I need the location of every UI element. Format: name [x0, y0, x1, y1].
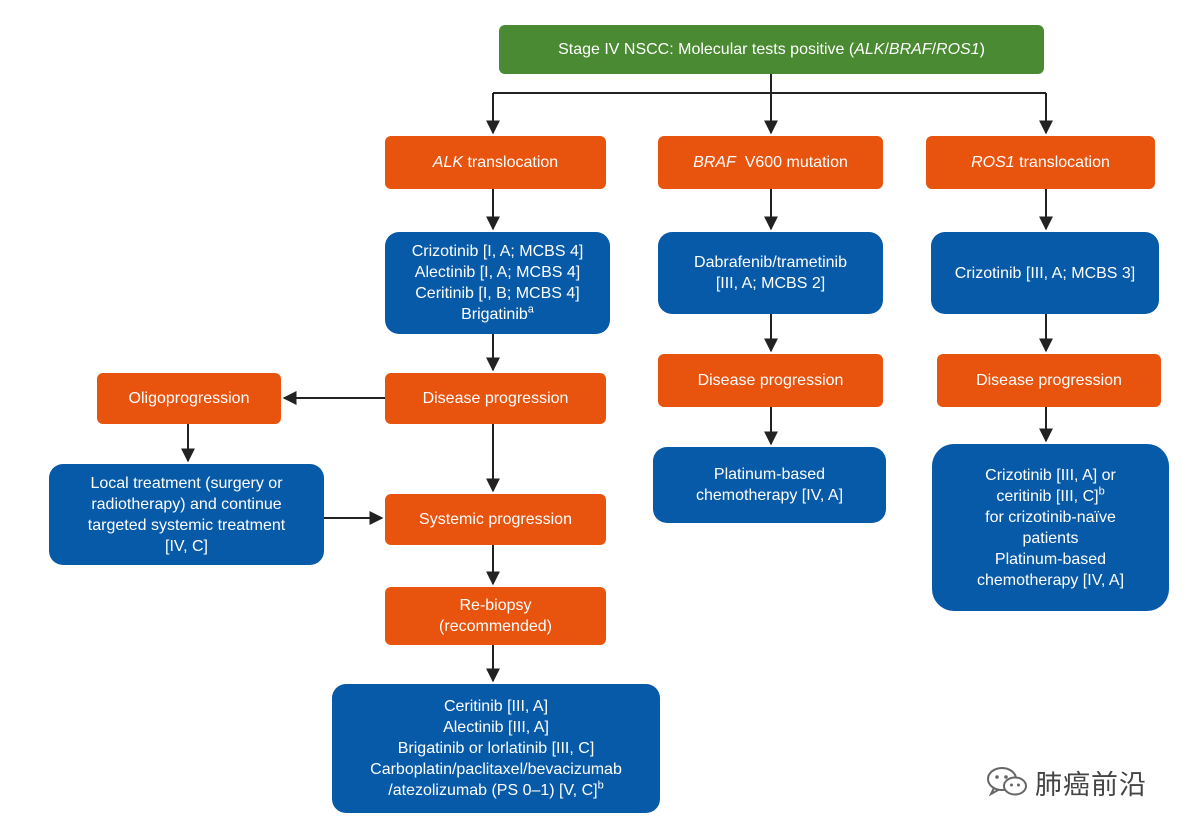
- ros1-treatment-box: Crizotinib [III, A; MCBS 3]: [931, 232, 1159, 314]
- ros1-next-treatment-box: Crizotinib [III, A] or ceritinib [III, C…: [932, 444, 1169, 611]
- rebiopsy-box: Re-biopsy (recommended): [385, 587, 606, 645]
- alk-first-line-treatment-box: Crizotinib [I, A; MCBS 4] Alectinib [I, …: [385, 232, 610, 334]
- local-treatment-box: Local treatment (surgery or radiotherapy…: [49, 464, 324, 565]
- alk-disease-progression-box: Disease progression: [385, 373, 606, 424]
- stage-iv-molecular-positive-box: Stage IV NSCC: Molecular tests positive …: [499, 25, 1044, 74]
- ros1-translocation-box: ROS1 translocation: [926, 136, 1155, 189]
- alk-translocation-box: ALK translocation: [385, 136, 606, 189]
- braf-v600-mutation-box: BRAF V600 mutation: [658, 136, 883, 189]
- wechat-icon: [987, 767, 1027, 797]
- systemic-progression-box: Systemic progression: [385, 494, 606, 545]
- braf-treatment-box: Dabrafenib/trametinib [III, A; MCBS 2]: [658, 232, 883, 314]
- ros1-disease-progression-box: Disease progression: [937, 354, 1161, 407]
- oligoprogression-box: Oligoprogression: [97, 373, 281, 424]
- watermark: 肺癌前沿: [985, 762, 1175, 802]
- braf-chemotherapy-box: Platinum-based chemotherapy [IV, A]: [653, 447, 886, 523]
- alk-second-line-treatment-box: Ceritinib [III, A] Alectinib [III, A] Br…: [332, 684, 660, 813]
- braf-disease-progression-box: Disease progression: [658, 354, 883, 407]
- top-box-title: Stage IV NSCC: Molecular tests positive …: [558, 41, 985, 58]
- watermark-text: 肺癌前沿: [1035, 769, 1147, 801]
